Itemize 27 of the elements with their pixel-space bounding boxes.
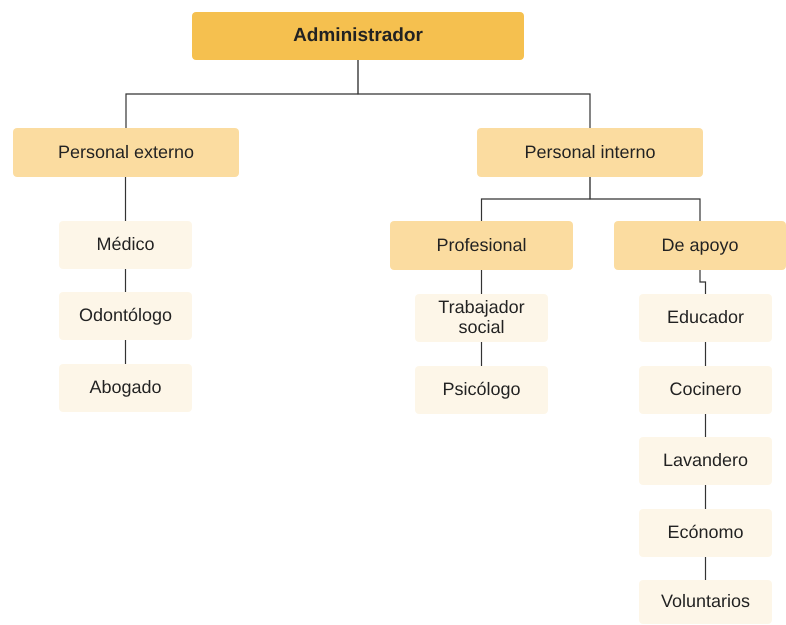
connector-line xyxy=(704,557,706,580)
role-box: Psicólogo xyxy=(415,366,548,414)
group-box: Personal interno xyxy=(477,128,703,177)
role-box: Ecónomo xyxy=(639,509,772,557)
role-box: Trabajador social xyxy=(415,294,548,342)
connector-line xyxy=(704,485,706,509)
group-box: Personal externo xyxy=(13,128,239,177)
role-box: Odontólogo xyxy=(59,292,192,340)
role-box: Médico xyxy=(59,221,192,269)
root-box: Administrador xyxy=(192,12,524,60)
group-box: De apoyo xyxy=(614,221,786,270)
connector-line xyxy=(124,177,126,221)
connector-line xyxy=(699,270,706,294)
role-box: Cocinero xyxy=(639,366,772,414)
role-box: Voluntarios xyxy=(639,580,772,624)
role-box: Abogado xyxy=(59,364,192,412)
role-box: Lavandero xyxy=(639,437,772,485)
connector-line xyxy=(124,269,126,292)
connector-line xyxy=(357,60,591,128)
connector-line xyxy=(589,177,701,221)
connector-line xyxy=(480,342,482,366)
role-box: Educador xyxy=(639,294,772,342)
connector-line xyxy=(124,340,126,364)
connector-line xyxy=(704,342,706,366)
connector-line xyxy=(704,414,706,437)
group-box: Profesional xyxy=(390,221,573,270)
connector-line xyxy=(480,270,482,294)
